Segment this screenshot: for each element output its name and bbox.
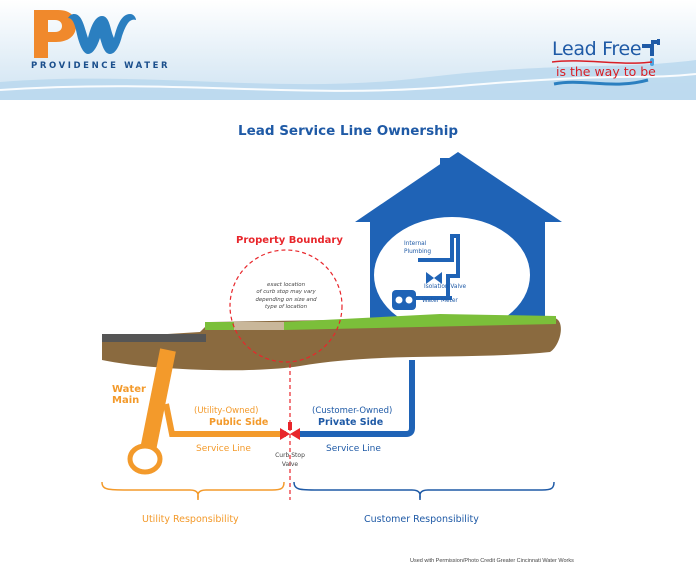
water-main-line: Water [112, 384, 146, 395]
customer-responsibility-label: Customer Responsibility [364, 514, 479, 525]
property-boundary-label: Property Boundary [236, 235, 343, 246]
curb-stop-valve-label: Curb Stop Valve [262, 451, 318, 469]
boundary-note-line: type of location [264, 304, 308, 311]
boundary-note-line: of curb stop may vary [256, 289, 316, 296]
campaign-line1: Lead Free [552, 38, 642, 60]
pw-logo-icon [34, 10, 136, 58]
customer-brace [293, 481, 555, 501]
internal-plumbing-label: Internal Plumbing [404, 240, 431, 256]
utility-brace [101, 481, 285, 501]
faucet-icon [642, 39, 660, 66]
private-side-label: Private Side [318, 417, 384, 428]
isolation-valve-icon [426, 272, 442, 284]
utility-owned-label: (Utility-Owned) [194, 406, 259, 416]
water-main-label: Water Main [112, 384, 146, 406]
org-name: PROVIDENCE WATER [31, 61, 171, 71]
water-main-line: Main [112, 395, 140, 406]
diagram-title: Lead Service Line Ownership [237, 123, 459, 139]
curb-stop-valve-icon [280, 422, 300, 440]
water-meter-icon [392, 290, 416, 310]
boundary-note-line: exact location [267, 282, 305, 288]
photo-credit: Used with Permission/Photo Credit Greate… [410, 558, 574, 564]
campaign-line2: is the way to be [556, 64, 656, 79]
water-meter-label: Water Meter [422, 298, 458, 304]
utility-responsibility-label: Utility Responsibility [142, 514, 239, 525]
boundary-note: exact location of curb stop may vary dep… [246, 282, 326, 312]
customer-owned-label: (Customer-Owned) [312, 406, 393, 416]
campaign-underline-icon [552, 60, 652, 86]
boundary-note-line: depending on size and [255, 296, 317, 303]
curb-stop-valve-line: Valve [281, 461, 299, 468]
internal-plumbing-line: Plumbing [404, 249, 432, 255]
internal-plumbing-line: Internal [404, 241, 427, 247]
service-line-private-label: Service Line [326, 444, 381, 454]
service-line-public-label: Service Line [196, 444, 251, 454]
curb-stop-valve-line: Curb Stop [275, 452, 305, 459]
isolation-valve-label: Isolation Valve [424, 284, 467, 290]
public-side-label: Public Side [209, 417, 269, 428]
